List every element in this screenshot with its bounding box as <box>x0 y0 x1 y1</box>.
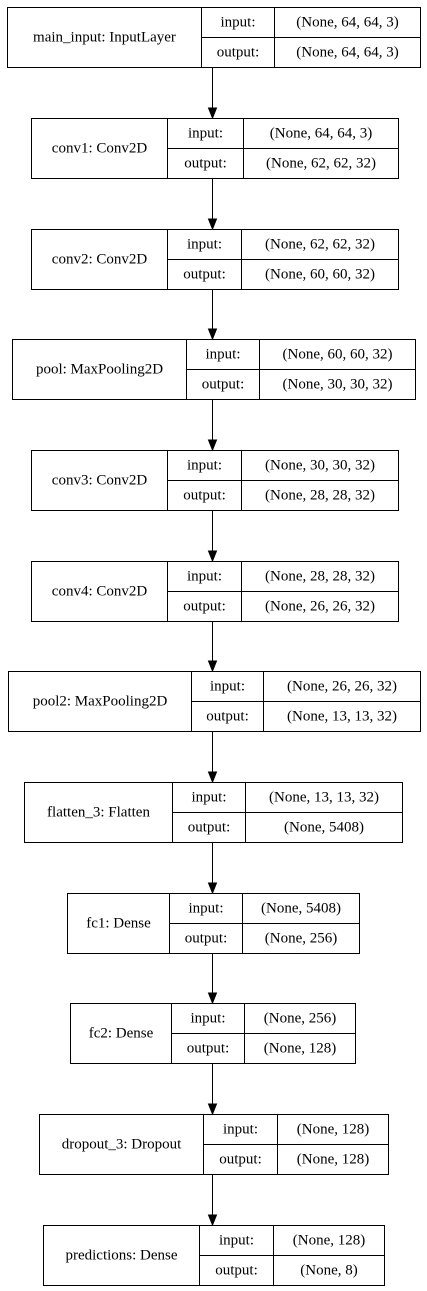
edge-arrow <box>207 1064 218 1116</box>
input-shape: (None, 28, 28, 32) <box>265 569 375 585</box>
layer-node: pool2: MaxPooling2D input: output: (None, 2… <box>8 671 421 732</box>
input-label: input: <box>190 1011 225 1027</box>
output-shape: (None, 64, 64, 3) <box>296 45 398 61</box>
layer-node: fc1: Dense input: output: (None, 5408) (None… <box>67 893 360 954</box>
output-label: output: <box>183 267 226 283</box>
output-label: output: <box>184 156 227 172</box>
input-label: input: <box>205 347 240 363</box>
output-label: output: <box>183 488 226 504</box>
edge-arrow <box>207 954 218 1005</box>
input-shape: (None, 26, 26, 32) <box>287 679 397 695</box>
layer-name: pool: MaxPooling2D <box>36 362 163 378</box>
input-shape: (None, 64, 64, 3) <box>296 15 398 31</box>
layer-node: conv4: Conv2D input: output: (None, 28, 28,… <box>31 561 399 622</box>
input-shape: (None, 60, 60, 32) <box>283 347 393 363</box>
output-label: output: <box>188 820 231 836</box>
layer-node: pool: MaxPooling2D input: output: (None, 60… <box>12 339 416 400</box>
input-shape: (None, 13, 13, 32) <box>269 790 379 806</box>
arrowhead-icon <box>207 107 218 120</box>
output-shape: (None, 26, 26, 32) <box>265 599 375 615</box>
layer-name: conv3: Conv2D <box>52 473 148 489</box>
arrowhead-icon <box>207 992 218 1005</box>
edge-arrow <box>207 732 218 784</box>
arrowhead-icon <box>207 439 218 452</box>
input-label: input: <box>188 901 223 917</box>
layer-node: flatten_3: Flatten input: output: (None, 13… <box>24 782 403 843</box>
layer-name: fc2: Dense <box>89 1026 154 1042</box>
input-label: input: <box>223 1122 258 1138</box>
output-label: output: <box>217 45 260 61</box>
input-shape: (None, 30, 30, 32) <box>265 458 375 474</box>
output-label: output: <box>219 1152 262 1168</box>
layer-node: conv1: Conv2D input: output: (None, 64, 64,… <box>31 118 399 179</box>
input-label: input: <box>219 1233 254 1249</box>
layer-name: predictions: Dense <box>65 1248 177 1264</box>
input-label: input: <box>187 237 222 253</box>
layer-node: main_input: InputLayer input: output: (None… <box>7 7 421 68</box>
input-label: input: <box>187 569 222 585</box>
layer-name: main_input: InputLayer <box>33 30 176 46</box>
layer-node: fc2: Dense input: output: (None, 256) (None,… <box>70 1003 356 1064</box>
output-shape: (None, 30, 30, 32) <box>283 377 393 393</box>
output-shape: (None, 62, 62, 32) <box>266 156 376 172</box>
layer-name: dropout_3: Dropout <box>62 1137 182 1153</box>
diagram-nodes: main_input: InputLayer input: output: (None… <box>7 7 421 1286</box>
arrowhead-icon <box>207 550 218 563</box>
output-shape: (None, 5408) <box>284 820 364 836</box>
input-shape: (None, 128) <box>293 1233 365 1249</box>
output-label: output: <box>206 709 249 725</box>
output-shape: (None, 60, 60, 32) <box>265 267 375 283</box>
output-shape: (None, 128) <box>264 1041 336 1057</box>
layer-name: flatten_3: Flatten <box>47 805 150 821</box>
output-shape: (None, 8) <box>300 1263 357 1279</box>
layer-node: conv2: Conv2D input: output: (None, 62, 62,… <box>31 229 399 290</box>
layer-name: pool2: MaxPooling2D <box>33 694 168 710</box>
input-shape: (None, 128) <box>297 1122 369 1138</box>
layer-node: dropout_3: Dropout input: output: (None, 12… <box>39 1114 389 1175</box>
output-shape: (None, 256) <box>265 931 337 947</box>
layer-name: conv4: Conv2D <box>52 584 148 600</box>
arrowhead-icon <box>207 660 218 673</box>
input-label: input: <box>191 790 226 806</box>
output-shape: (None, 13, 13, 32) <box>287 709 397 725</box>
input-label: input: <box>188 126 223 142</box>
output-shape: (None, 28, 28, 32) <box>265 488 375 504</box>
layer-node: conv3: Conv2D input: output: (None, 30, 30,… <box>31 450 399 511</box>
output-label: output: <box>187 1041 230 1057</box>
input-shape: (None, 5408) <box>261 901 341 917</box>
arrowhead-icon <box>207 1214 218 1227</box>
output-label: output: <box>215 1263 258 1279</box>
output-shape: (None, 128) <box>297 1152 369 1168</box>
arrowhead-icon <box>207 328 218 341</box>
edge-arrow <box>207 179 218 231</box>
output-label: output: <box>185 931 228 947</box>
input-label: input: <box>210 679 245 695</box>
edge-arrow <box>207 400 218 452</box>
arrowhead-icon <box>207 882 218 895</box>
input-label: input: <box>220 15 255 31</box>
arrowhead-icon <box>207 771 218 784</box>
output-label: output: <box>202 377 245 393</box>
layer-node: predictions: Dense input: output: (None, 12… <box>43 1225 385 1286</box>
diagram-edges <box>207 68 218 1227</box>
input-shape: (None, 62, 62, 32) <box>265 237 375 253</box>
layer-name: fc1: Dense <box>86 916 151 932</box>
output-label: output: <box>183 599 226 615</box>
arrowhead-icon <box>207 218 218 231</box>
edge-arrow <box>207 511 218 563</box>
input-label: input: <box>187 458 222 474</box>
edge-arrow <box>207 622 218 673</box>
edge-arrow <box>207 1175 218 1227</box>
layer-name: conv1: Conv2D <box>52 141 148 157</box>
layer-name: conv2: Conv2D <box>52 252 148 268</box>
input-shape: (None, 256) <box>264 1011 336 1027</box>
edge-arrow <box>207 68 218 120</box>
input-shape: (None, 64, 64, 3) <box>270 126 372 142</box>
edge-arrow <box>207 843 218 895</box>
arrowhead-icon <box>207 1103 218 1116</box>
edge-arrow <box>207 290 218 341</box>
